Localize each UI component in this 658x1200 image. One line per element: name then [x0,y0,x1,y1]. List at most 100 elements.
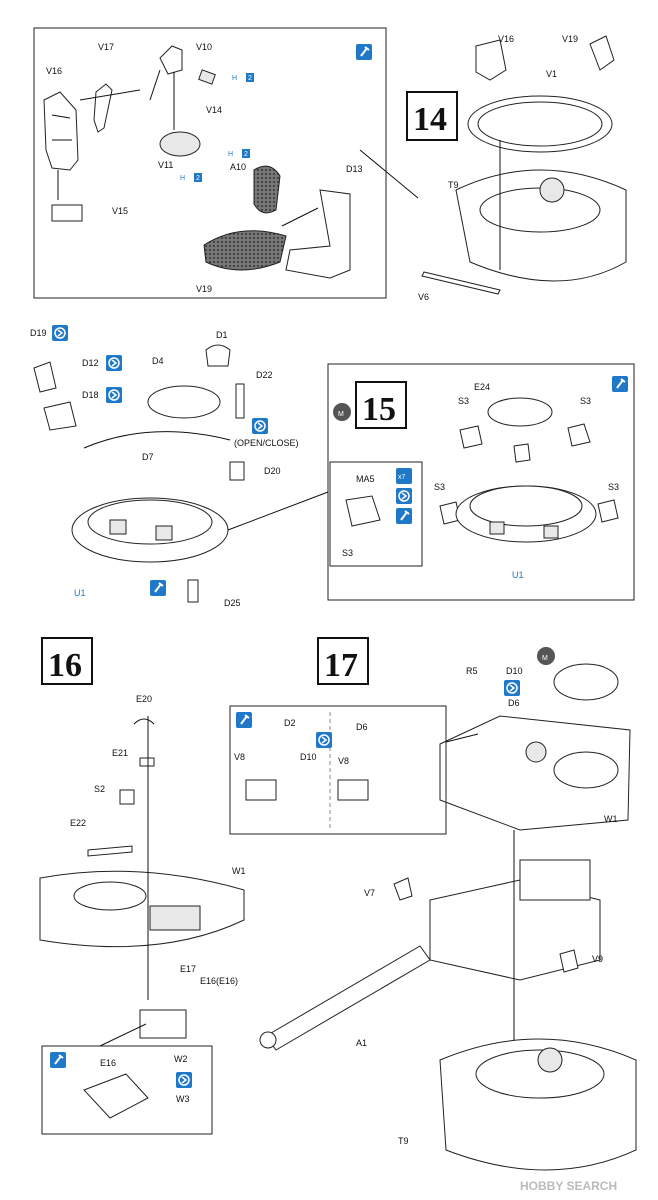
label-v16-b: V16 [498,34,514,44]
callout-line-17 [445,733,479,743]
ma5-subassembly-frame [329,461,423,567]
part-hatch-b [337,779,369,801]
label-d19: D19 [30,328,47,338]
swivel-icon [315,731,333,749]
paint-badge-h2: H 2 [232,73,254,82]
part-d20 [229,461,245,481]
label-s3-d: S3 [608,482,619,492]
label-w1-b: W1 [604,814,618,824]
swivel-icon [503,679,521,697]
step-number-box-15 [355,381,407,429]
step-14-detail-frame [33,27,387,299]
label-e20: E20 [136,694,152,704]
label-a1: A1 [356,1038,367,1048]
label-v15: V15 [112,206,128,216]
part-v10 [159,45,183,75]
label-d1: D1 [216,330,228,340]
swivel-icon [105,386,123,404]
step-16: 16 E20 E21 S2 E22 W1 E17 E16(E16) E16 W2… [39,637,246,1135]
label-d10: D10 [506,666,523,676]
label-s3-c: S3 [434,482,445,492]
step-15-detail-frame [327,363,635,601]
swivel-icon [105,354,123,372]
part-v16-b [475,39,507,81]
label-d12: D12 [82,358,99,368]
swivel-icon [395,487,413,505]
part-d25 [187,579,199,603]
remove-icon [149,579,167,597]
label-d18: D18 [82,390,99,400]
label-v16: V16 [46,66,62,76]
part-d4 [147,385,221,419]
label-r5: R5 [466,666,478,676]
m-badge: M [333,403,351,421]
part-commander-cupola [553,663,619,701]
label-e16: E16 [100,1058,116,1068]
step-number-box-17 [317,637,369,685]
label-e21: E21 [112,748,128,758]
part-u1 [71,497,229,563]
part-s3 [459,425,483,449]
part-v19-b [589,35,615,71]
part-v14 [198,69,216,85]
part-hatch-a [245,779,277,801]
part-gun-assembly [259,859,601,1051]
svg-text:2: 2 [244,151,248,158]
label-v10: V10 [196,42,212,52]
part-v16 [43,91,79,171]
label-w3: W3 [176,1094,190,1104]
step-17-detail-frame [229,705,447,835]
label-d6: D6 [508,698,520,708]
m-badge: M [537,647,555,665]
step-number-15: 15 [362,391,396,428]
swivel-icon [251,417,269,435]
label-d20: D20 [264,466,281,476]
label-s2: S2 [94,784,105,794]
svg-text:H: H [232,75,237,82]
part-t9 [455,140,627,282]
label-v7: V7 [364,888,375,898]
step-number-17: 17 [324,647,358,684]
label-v19-b: V19 [562,34,578,44]
arrow-d13 [281,207,319,227]
part-u1-b [455,485,597,543]
part-d1 [205,344,231,367]
label-u1-b: U1 [512,570,524,580]
label-v19: V19 [196,284,212,294]
part-s3 [513,443,531,463]
cement-icon [355,43,373,61]
part-s2 [119,789,135,805]
part-v17 [93,83,113,133]
part-v19 [203,230,287,271]
part-v6 [421,271,501,295]
callout-line-15 [227,491,329,531]
step-number-16: 16 [48,647,82,684]
part-d13 [285,189,351,279]
part-e24 [487,397,553,427]
step-number-box-16 [41,637,93,685]
label-v14: V14 [206,105,222,115]
label-ma5: MA5 [356,474,375,484]
svg-text:x7: x7 [398,474,406,481]
svg-text:H: H [180,175,185,182]
part-e20 [133,718,155,725]
label-d4: D4 [152,356,164,366]
cement-icon [235,711,253,729]
label-s3-b: S3 [580,396,591,406]
label-v17: V17 [98,42,114,52]
label-e24: E24 [474,382,490,392]
part-e22 [87,845,133,857]
part-e21 [139,757,155,767]
part-v1-inner [477,101,603,147]
part-v9 [559,949,579,973]
svg-text:2: 2 [196,175,200,182]
lines-v10 [149,69,175,130]
label-open-close: (OPEN/CLOSE) [234,438,299,448]
paint-badge-h2-b: H 2 [180,173,202,182]
svg-text:2: 2 [248,75,252,82]
part-w1 [39,870,245,948]
part-s3 [567,423,591,447]
part-v11 [159,131,201,157]
label-d10-b: D10 [300,752,317,762]
